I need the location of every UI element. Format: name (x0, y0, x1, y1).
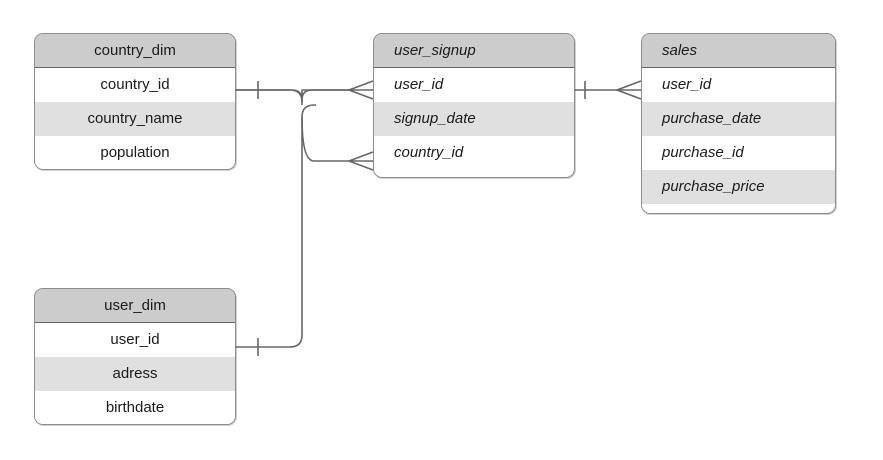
connector-user-dim-to-user-signup (236, 104, 374, 356)
entity-user-signup[interactable]: user_signup user_id signup_date country_… (373, 33, 575, 178)
entity-user-dim[interactable]: user_dim user_id adress birthdate (34, 288, 236, 425)
column-user-signup-signup-date[interactable]: signup_date (374, 102, 574, 136)
column-user-dim-birthdate[interactable]: birthdate (35, 391, 235, 424)
entity-title-sales: sales (642, 34, 835, 68)
entity-title-user-dim: user_dim (35, 289, 235, 323)
entity-title-user-signup: user_signup (374, 34, 574, 68)
column-sales-user-id[interactable]: user_id (642, 68, 835, 102)
column-user-dim-adress[interactable]: adress (35, 357, 235, 391)
column-country-dim-population[interactable]: population (35, 136, 235, 169)
entity-sales[interactable]: sales user_id purchase_date purchase_id … (641, 33, 836, 214)
entity-title-country-dim: country_dim (35, 34, 235, 68)
column-country-dim-country-id[interactable]: country_id (35, 68, 235, 102)
column-country-dim-country-name[interactable]: country_name (35, 102, 235, 136)
column-user-signup-user-id[interactable]: user_id (374, 68, 574, 102)
column-user-dim-user-id[interactable]: user_id (35, 323, 235, 357)
column-sales-purchase-price[interactable]: purchase_price (642, 170, 835, 204)
column-user-signup-country-id[interactable]: country_id (374, 136, 574, 170)
crowsfoot-many (348, 151, 374, 171)
connector-country-dim-to-user-signup (236, 80, 374, 105)
connector-user-signup-to-sales (575, 80, 642, 100)
column-sales-purchase-id[interactable]: purchase_id (642, 136, 835, 170)
crowsfoot-many (348, 80, 374, 100)
column-sales-purchase-date[interactable]: purchase_date (642, 102, 835, 136)
crowsfoot-many (616, 80, 642, 100)
entity-country-dim[interactable]: country_dim country_id country_name popu… (34, 33, 236, 170)
